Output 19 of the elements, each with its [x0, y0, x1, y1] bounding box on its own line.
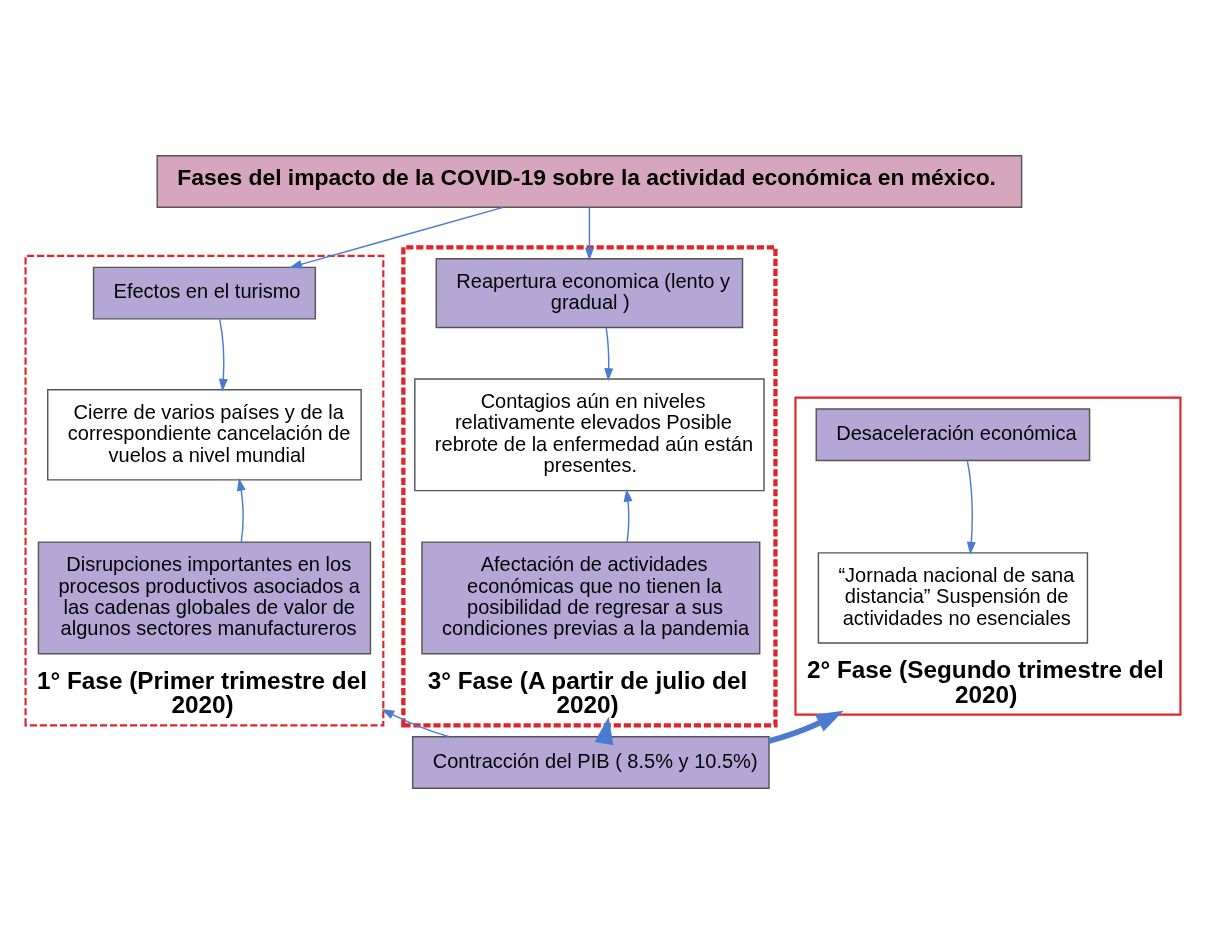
node-box: Cierre de varios países y de la correspondiente cancelación de vuelos a nivel mundial — [47, 389, 362, 481]
node-box: “Jornada nacional de sana distancia” Suspensión de actividades no esenciales — [817, 552, 1089, 644]
node-box: Efectos en el turismo — [92, 266, 317, 320]
node-box: Fases del impacto de la COVID-19 sobre la actividad económica en méxico. — [156, 155, 1023, 208]
arrow — [768, 710, 844, 744]
arrow — [594, 716, 614, 746]
arrow — [623, 488, 633, 543]
node-box: Disrupciones importantes en los procesos productivos asociados a las cadenas globales de valor de algunos sectores manufactureros — [37, 541, 372, 655]
node-box: Contagios aún en niveles relativamente elevados Posible rebrote de la enfermedad aún están presentes. — [414, 378, 765, 492]
arrow — [381, 709, 450, 738]
arrow — [584, 206, 594, 261]
node-box: Reapertura economica (lento y gradual ) — [435, 258, 744, 329]
node-box: Afectación de actividades económicas que no tienen la posibilidad de regresar a sus condiciones previas a la pandemia — [421, 541, 761, 655]
arrow — [289, 206, 504, 269]
arrow — [604, 327, 614, 382]
arrow — [966, 459, 976, 555]
arrow — [218, 318, 228, 392]
node-box: Desaceleración económica — [815, 408, 1091, 462]
arrow — [236, 477, 246, 543]
